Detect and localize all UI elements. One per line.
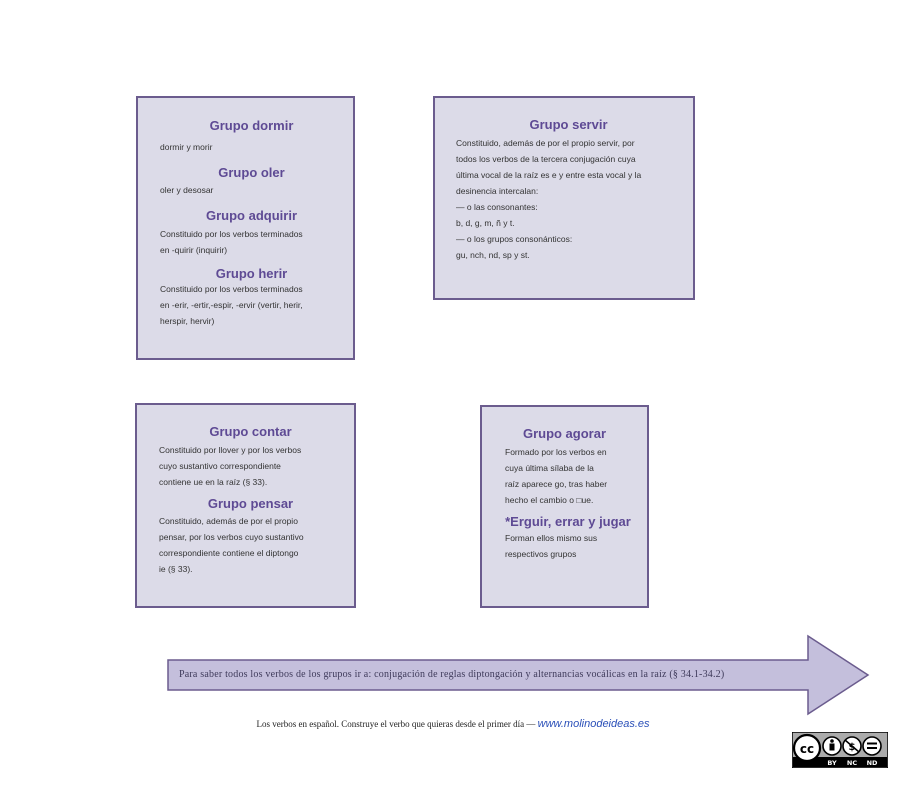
text-grupo-contar: Constituido por llover y por los verbos … <box>159 445 302 487</box>
svg-text:cc: cc <box>800 742 814 756</box>
box-grupo-servir: Grupo servir Constituido, además de por … <box>433 96 695 300</box>
box-grupo-dormir: Grupo dormir dormir y morir Grupo oler o… <box>136 96 355 360</box>
footer-link[interactable]: www.molinodeideas.es <box>537 718 650 730</box>
nd-icon <box>862 736 882 756</box>
title-grupo-servir: Grupo servir <box>529 117 608 132</box>
footer-text: Los verbos en español. Construye el verb… <box>256 719 538 729</box>
by-icon <box>822 736 842 756</box>
title-grupo-pensar: Grupo pensar <box>207 496 294 511</box>
title-grupo-agorar: Grupo agorar <box>522 426 607 441</box>
arrow-shape <box>167 634 870 716</box>
cc-license-badge[interactable]: cc $ BY NC ND <box>792 732 888 768</box>
by-label: BY <box>827 759 837 767</box>
title-grupo-oler: Grupo oler <box>218 165 285 180</box>
text-grupo-adquirir: Constituido por los verbos terminados en… <box>160 229 303 255</box>
arrow-polygon <box>167 634 870 716</box>
title-grupo-herir: Grupo herir <box>215 266 288 281</box>
arrow-link-text[interactable]: Para saber todos los verbos de los grupo… <box>179 669 725 680</box>
cc-icon: cc <box>792 733 822 763</box>
nc-label: NC <box>847 759 857 767</box>
text-grupo-agorar: Formado por los verbos en cuya última sí… <box>505 447 608 505</box>
nc-icon: $ <box>842 736 862 756</box>
title-grupo-contar: Grupo contar <box>209 424 292 439</box>
text-grupo-oler: oler y desosar <box>160 185 214 195</box>
text-grupo-dormir: dormir y morir <box>160 142 213 152</box>
box-grupo-agorar: Grupo agorar Formado por los verbos en c… <box>480 405 649 608</box>
box-grupo-contar: Grupo contar Constituido por llover y po… <box>135 403 356 608</box>
footer: Los verbos en español. Construye el verb… <box>0 718 906 730</box>
svg-text:$: $ <box>849 742 856 753</box>
text-grupo-herir: Constituido por los verbos terminados en… <box>160 284 303 326</box>
text-grupo-pensar: Constituido, además de por el propio pen… <box>159 516 304 574</box>
text-grupo-servir: Constituido, además de por el propio ser… <box>456 138 642 260</box>
nd-label: ND <box>867 759 878 767</box>
title-erguir-errar-jugar: *Erguir, errar y jugar <box>505 514 631 529</box>
title-grupo-dormir: Grupo dormir <box>209 118 294 133</box>
title-grupo-adquirir: Grupo adquirir <box>206 208 297 223</box>
text-erguir-errar-jugar: Forman ellos mismo sus respectivos grupo… <box>505 533 598 559</box>
